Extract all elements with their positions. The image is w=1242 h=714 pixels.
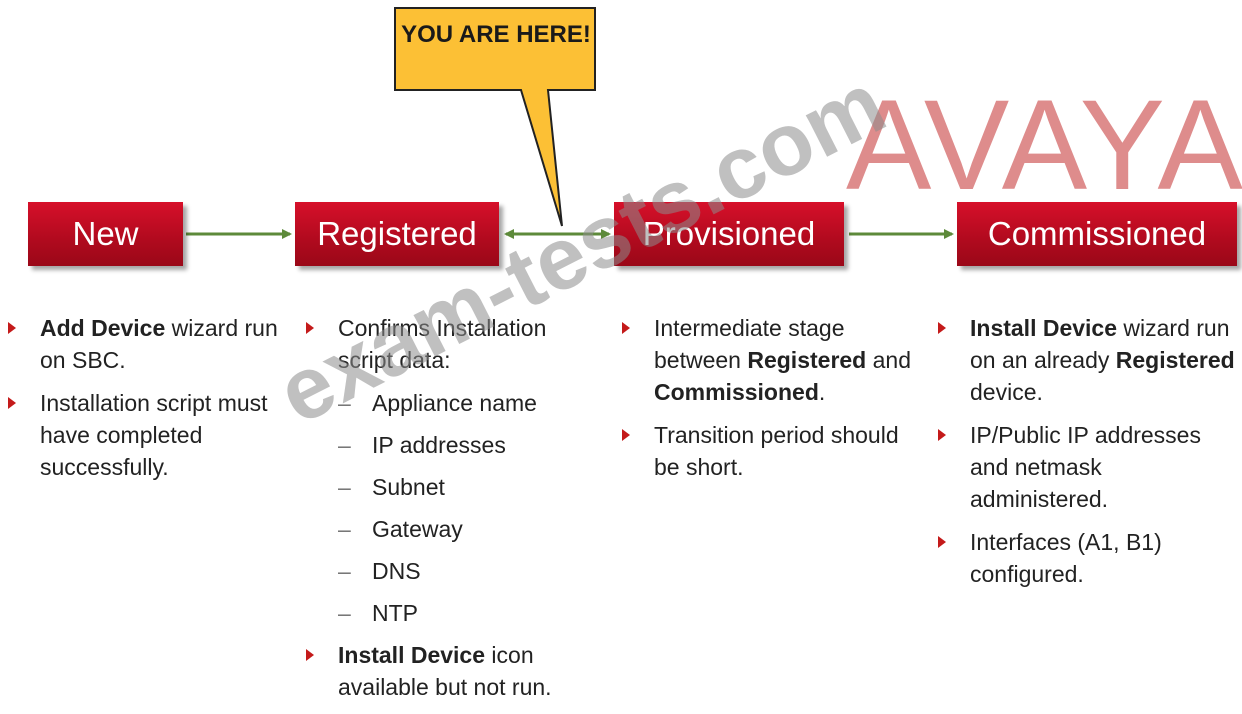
column-provisioned: Intermediate stage between Registered an… [622, 312, 922, 494]
bullet-bold: Add Device [40, 315, 166, 341]
sub-item: –Appliance name [338, 390, 537, 416]
sub-item-text: Appliance name [372, 390, 537, 416]
avaya-logo: AVAYA [846, 74, 1242, 217]
bullet-item: Transition period should be short. [622, 419, 922, 483]
you-are-here-callout [394, 7, 596, 227]
sub-item-text: IP addresses [372, 432, 506, 458]
column-commissioned: Install Device wizard run on an already … [938, 312, 1242, 601]
bullet-text: IP/Public IP addresses and netmask admin… [970, 422, 1201, 512]
bullet-bold: Install Device [970, 315, 1118, 341]
bullet-bold: Registered [747, 347, 867, 373]
sub-item: –Subnet [338, 474, 445, 500]
bullet-text: Transition period should be short. [654, 422, 899, 480]
sub-item-text: Subnet [372, 474, 445, 500]
bullet-text: Confirms Installation script data: [338, 315, 547, 373]
sub-item: –DNS [338, 558, 421, 584]
stage-registered: Registered [295, 202, 499, 266]
bullet-item: Confirms Installation script data: [306, 312, 586, 376]
bullet-text: wizard run on an already [970, 315, 1230, 373]
sub-item-text: DNS [372, 558, 421, 584]
bullet-item: Intermediate stage between Registered an… [622, 312, 922, 408]
bullet-item: Interfaces (A1, B1) configured. [938, 526, 1242, 590]
diagram-overlay [186, 7, 954, 239]
bullet-bold: Registered [1115, 347, 1235, 373]
bullet-text: device. [970, 379, 1043, 405]
callout-text: YOU ARE HERE! [401, 21, 591, 48]
sub-item-text: Gateway [372, 516, 463, 542]
bullet-text: Interfaces (A1, B1) configured. [970, 529, 1162, 587]
bullet-text: . [818, 379, 826, 405]
sub-item: –Gateway [338, 516, 463, 542]
stage-new: New [28, 202, 183, 266]
bullet-item: Install Device icon available but not ru… [306, 639, 586, 703]
column-new: Add Device wizard run on SBC. Installati… [8, 312, 278, 494]
bullet-item: IP/Public IP addresses and netmask admin… [938, 419, 1242, 515]
bullet-text: wizard run on SBC. [40, 315, 278, 373]
stage-provisioned: Provisioned [614, 202, 844, 266]
bullet-item: Install Device wizard run on an already … [938, 312, 1242, 408]
bullet-text: Intermediate stage between [654, 315, 845, 373]
sub-item-text: NTP [372, 600, 418, 626]
bullet-bold: Commissioned [654, 379, 819, 405]
bullet-item: Add Device wizard run on SBC. [8, 312, 278, 376]
bullet-text: and [866, 347, 911, 373]
stage-commissioned: Commissioned [957, 202, 1237, 266]
sub-item: –IP addresses [338, 432, 506, 458]
bullet-item: Installation script must have completed … [8, 387, 278, 483]
bullet-text: Installation script must have completed … [40, 390, 268, 480]
bullet-bold: Install Device [338, 642, 486, 668]
sub-item: –NTP [338, 600, 418, 626]
